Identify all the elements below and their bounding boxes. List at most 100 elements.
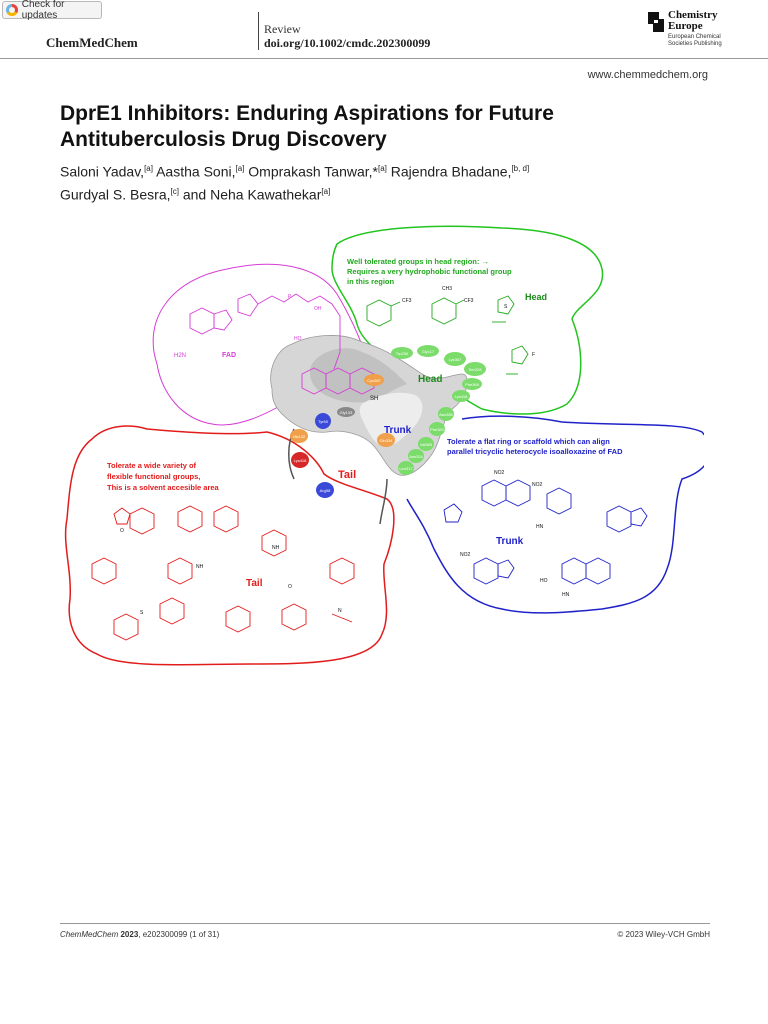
residue-blue: [316, 482, 334, 498]
logo-line-1: Chemistry: [668, 9, 718, 21]
cf3-label-2: CF3: [464, 298, 474, 304]
no2-label-2: NO2: [532, 482, 543, 488]
residue-label: Phe320: [430, 427, 445, 432]
footer-copyright: © 2023 Wiley-VCH GmbH: [617, 930, 710, 939]
residue-green: [438, 407, 454, 421]
s-label-2: S: [140, 610, 144, 616]
residue-green: [444, 352, 466, 366]
footer-rule: [60, 923, 710, 924]
footer-id: , e202300099 (1 of 31): [138, 930, 220, 939]
chemistry-europe-logo: Chemistry Europe European Chemical Socie…: [648, 10, 738, 52]
residue-green: [452, 390, 470, 402]
tail-structures: [91, 505, 355, 641]
tail-region-outline: [64, 425, 395, 666]
logo-line-3: European Chemical Societies Publishing: [668, 34, 722, 47]
chemistry-europe-mark-icon: [648, 12, 664, 32]
tail-note-line: Tolerate a wide variety of: [107, 461, 197, 470]
residue-red: [291, 452, 309, 468]
residue-green: [391, 347, 413, 359]
tail-label: Tail: [246, 578, 263, 589]
residue-orange: [377, 433, 395, 447]
trunk-note-line: parallel tricyclic heterocycle isoalloxa…: [447, 447, 623, 456]
footer-citation: ChemMedChem 2023, e202300099 (1 of 31): [60, 930, 219, 939]
website-link[interactable]: www.chemmedchem.org: [587, 69, 708, 81]
header-divider: [258, 12, 259, 50]
o-label: O: [120, 528, 124, 534]
ch3-label: CH3: [442, 286, 452, 292]
logo-line-2: Europe: [668, 20, 703, 32]
head-note-line: in this region: [347, 277, 395, 286]
author-affiliation: [a]: [321, 186, 331, 196]
author-name: Omprakash Tanwar,*: [248, 163, 378, 180]
o-label-2: O: [288, 584, 292, 590]
residue-label: Tyr60: [318, 419, 329, 424]
protein-head-label: Head: [418, 374, 442, 385]
header-rule: [0, 58, 768, 59]
s-label: S: [504, 304, 508, 310]
hn-label: HN: [536, 524, 544, 530]
footer-journal: ChemMedChem: [60, 930, 119, 939]
nh-label-2: NH: [196, 564, 204, 570]
author-affiliation: [a]: [235, 164, 245, 173]
residue-green: [408, 449, 424, 463]
tail-note-line: flexible functional groups,: [107, 472, 200, 481]
fad-label: FAD: [222, 352, 236, 359]
head-note-line: Requires a very hydrophobic functional g…: [347, 267, 512, 276]
head-note-line: Well tolerated groups in head region: →: [347, 257, 489, 266]
fad-ho-label: HO: [294, 336, 302, 342]
residue-orange: [364, 374, 384, 386]
residues: Trp230 Gly117 Lys367 Ser228 Phe369 Lys41…: [290, 345, 486, 498]
f-label: F: [532, 352, 535, 358]
protein-tail-label: Tail: [338, 469, 356, 481]
fad-nh2-label: H2N: [174, 353, 186, 359]
residue-green: [418, 437, 434, 451]
graphical-abstract: H2N FAD P OH HO SH Trp230 Gly117 Lys367 …: [64, 225, 704, 666]
no2-label-3: NO2: [460, 552, 471, 558]
residue-label: Gly117: [422, 349, 435, 354]
residue-label: Gly133: [340, 410, 353, 415]
protein-pocket: [270, 335, 468, 525]
author-name: Aastha Soni,: [156, 163, 236, 180]
trunk-region-outline: [406, 415, 704, 614]
trunk-structures: [443, 479, 648, 585]
check-updates-label: Check for updates: [21, 0, 65, 21]
head-structures: [366, 295, 529, 375]
residue-label: Lys418: [455, 394, 469, 399]
author-affiliation: [a]: [144, 164, 153, 173]
footer-year: 2023: [120, 930, 139, 939]
author-name: Saloni Yadav,: [60, 163, 145, 180]
residue-label: Ser228: [469, 367, 483, 372]
author-name: Rajendra Bhadane,: [390, 163, 512, 180]
residue-label: Asn324: [409, 454, 423, 459]
author-affiliation: [b, d]: [511, 164, 530, 173]
residue-green: [398, 461, 414, 475]
sh-label: SH: [370, 396, 378, 402]
author-affiliation: [c]: [170, 186, 179, 196]
trunk-note-line: Tolerate a flat ring or scaffold which c…: [447, 437, 610, 446]
residue-green: [429, 422, 445, 436]
residue-label: Arg58: [320, 488, 331, 493]
author-name: and Neha Kawathekar: [182, 186, 322, 203]
protein-trunk-label: Trunk: [384, 425, 412, 436]
residue-label: Gln334: [380, 438, 394, 443]
residue-gray: [337, 407, 355, 417]
journal-name: ChemMedChem: [46, 35, 138, 50]
author-list: Saloni Yadav,[a] Aastha Soni,[a] Ompraka…: [60, 159, 700, 204]
residue-label: Leu317: [399, 466, 413, 471]
residue-label: Val365: [420, 442, 433, 447]
residue-green: [417, 345, 439, 357]
residue-label: Asn385: [439, 412, 453, 417]
cf3-label: CF3: [402, 298, 412, 304]
fad-p-label: P: [288, 294, 292, 300]
doi-link[interactable]: doi.org/10.1002/cmdc.202300099: [264, 36, 431, 50]
residue-orange: [290, 429, 308, 443]
residue-blue: [315, 413, 331, 429]
trunk-label: Trunk: [496, 536, 524, 547]
fad-molecule: [189, 293, 375, 395]
tail-note-line: This is a solvent accesible area: [107, 483, 220, 492]
head-label: Head: [525, 292, 547, 302]
residue-label: Trp230: [396, 351, 409, 356]
article-title: DprE1 Inhibitors: Enduring Aspirations f…: [60, 102, 554, 151]
residue-label: Cys387: [367, 378, 381, 383]
check-for-updates-button[interactable]: Check for updates: [2, 0, 102, 21]
